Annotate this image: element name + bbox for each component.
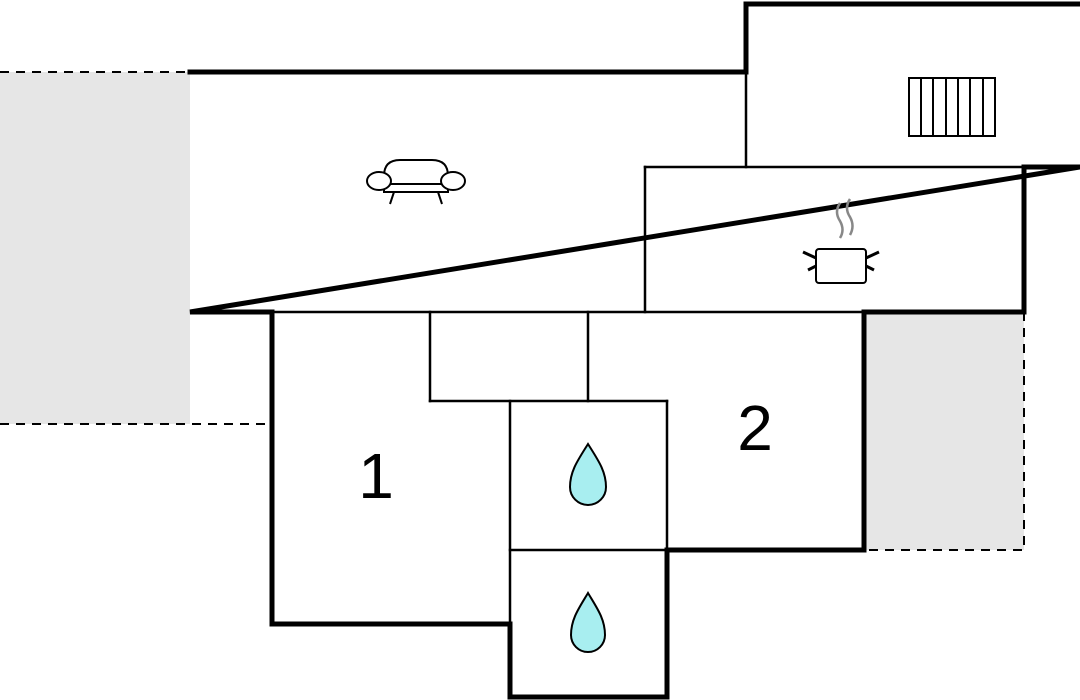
interior-walls: [270, 70, 1026, 699]
room-label-2: 2: [737, 392, 773, 464]
stairs-icon: [908, 77, 996, 137]
sofa-icon: [366, 159, 466, 205]
terrace-right: [864, 312, 1025, 551]
cooking-pot-icon: [802, 198, 880, 284]
terrace-left: [0, 71, 272, 425]
room-label-1: 1: [358, 440, 394, 512]
water-drop-icon: [568, 442, 608, 506]
water-drop-icon: [569, 591, 607, 653]
